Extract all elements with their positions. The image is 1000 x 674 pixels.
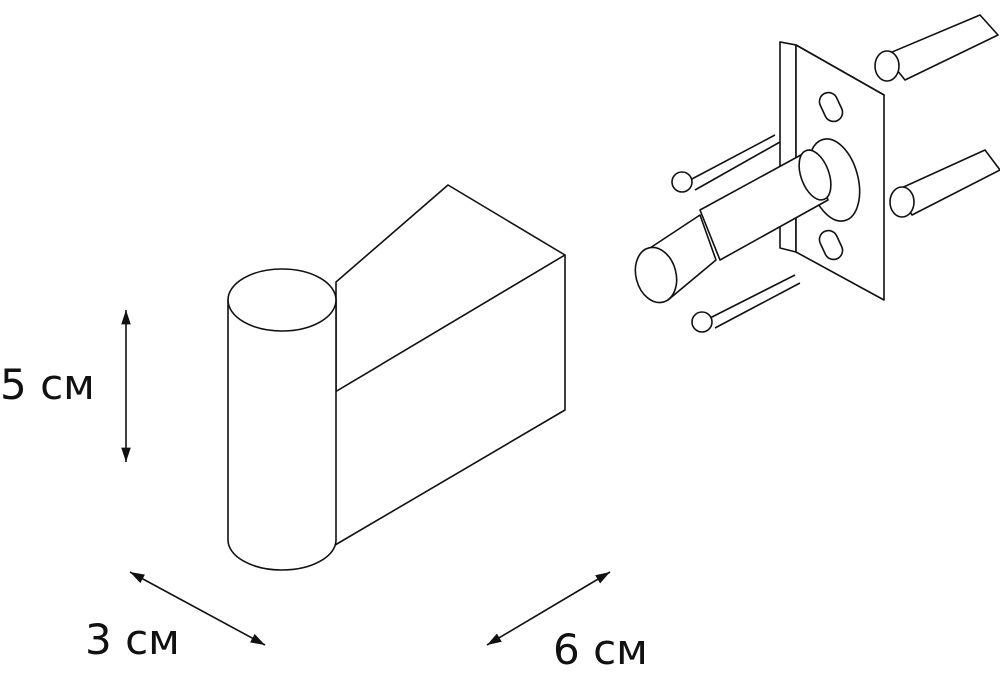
height-dimension-label: 5 см bbox=[0, 360, 95, 409]
mounting-plate bbox=[634, 41, 885, 304]
screws bbox=[671, 134, 801, 333]
length-dimension-label: 6 см bbox=[553, 625, 648, 674]
wall-plugs bbox=[874, 14, 1000, 218]
hook-body bbox=[227, 184, 566, 571]
depth-dimension-label: 3 см bbox=[85, 615, 180, 664]
dimension-arrows bbox=[121, 310, 611, 646]
